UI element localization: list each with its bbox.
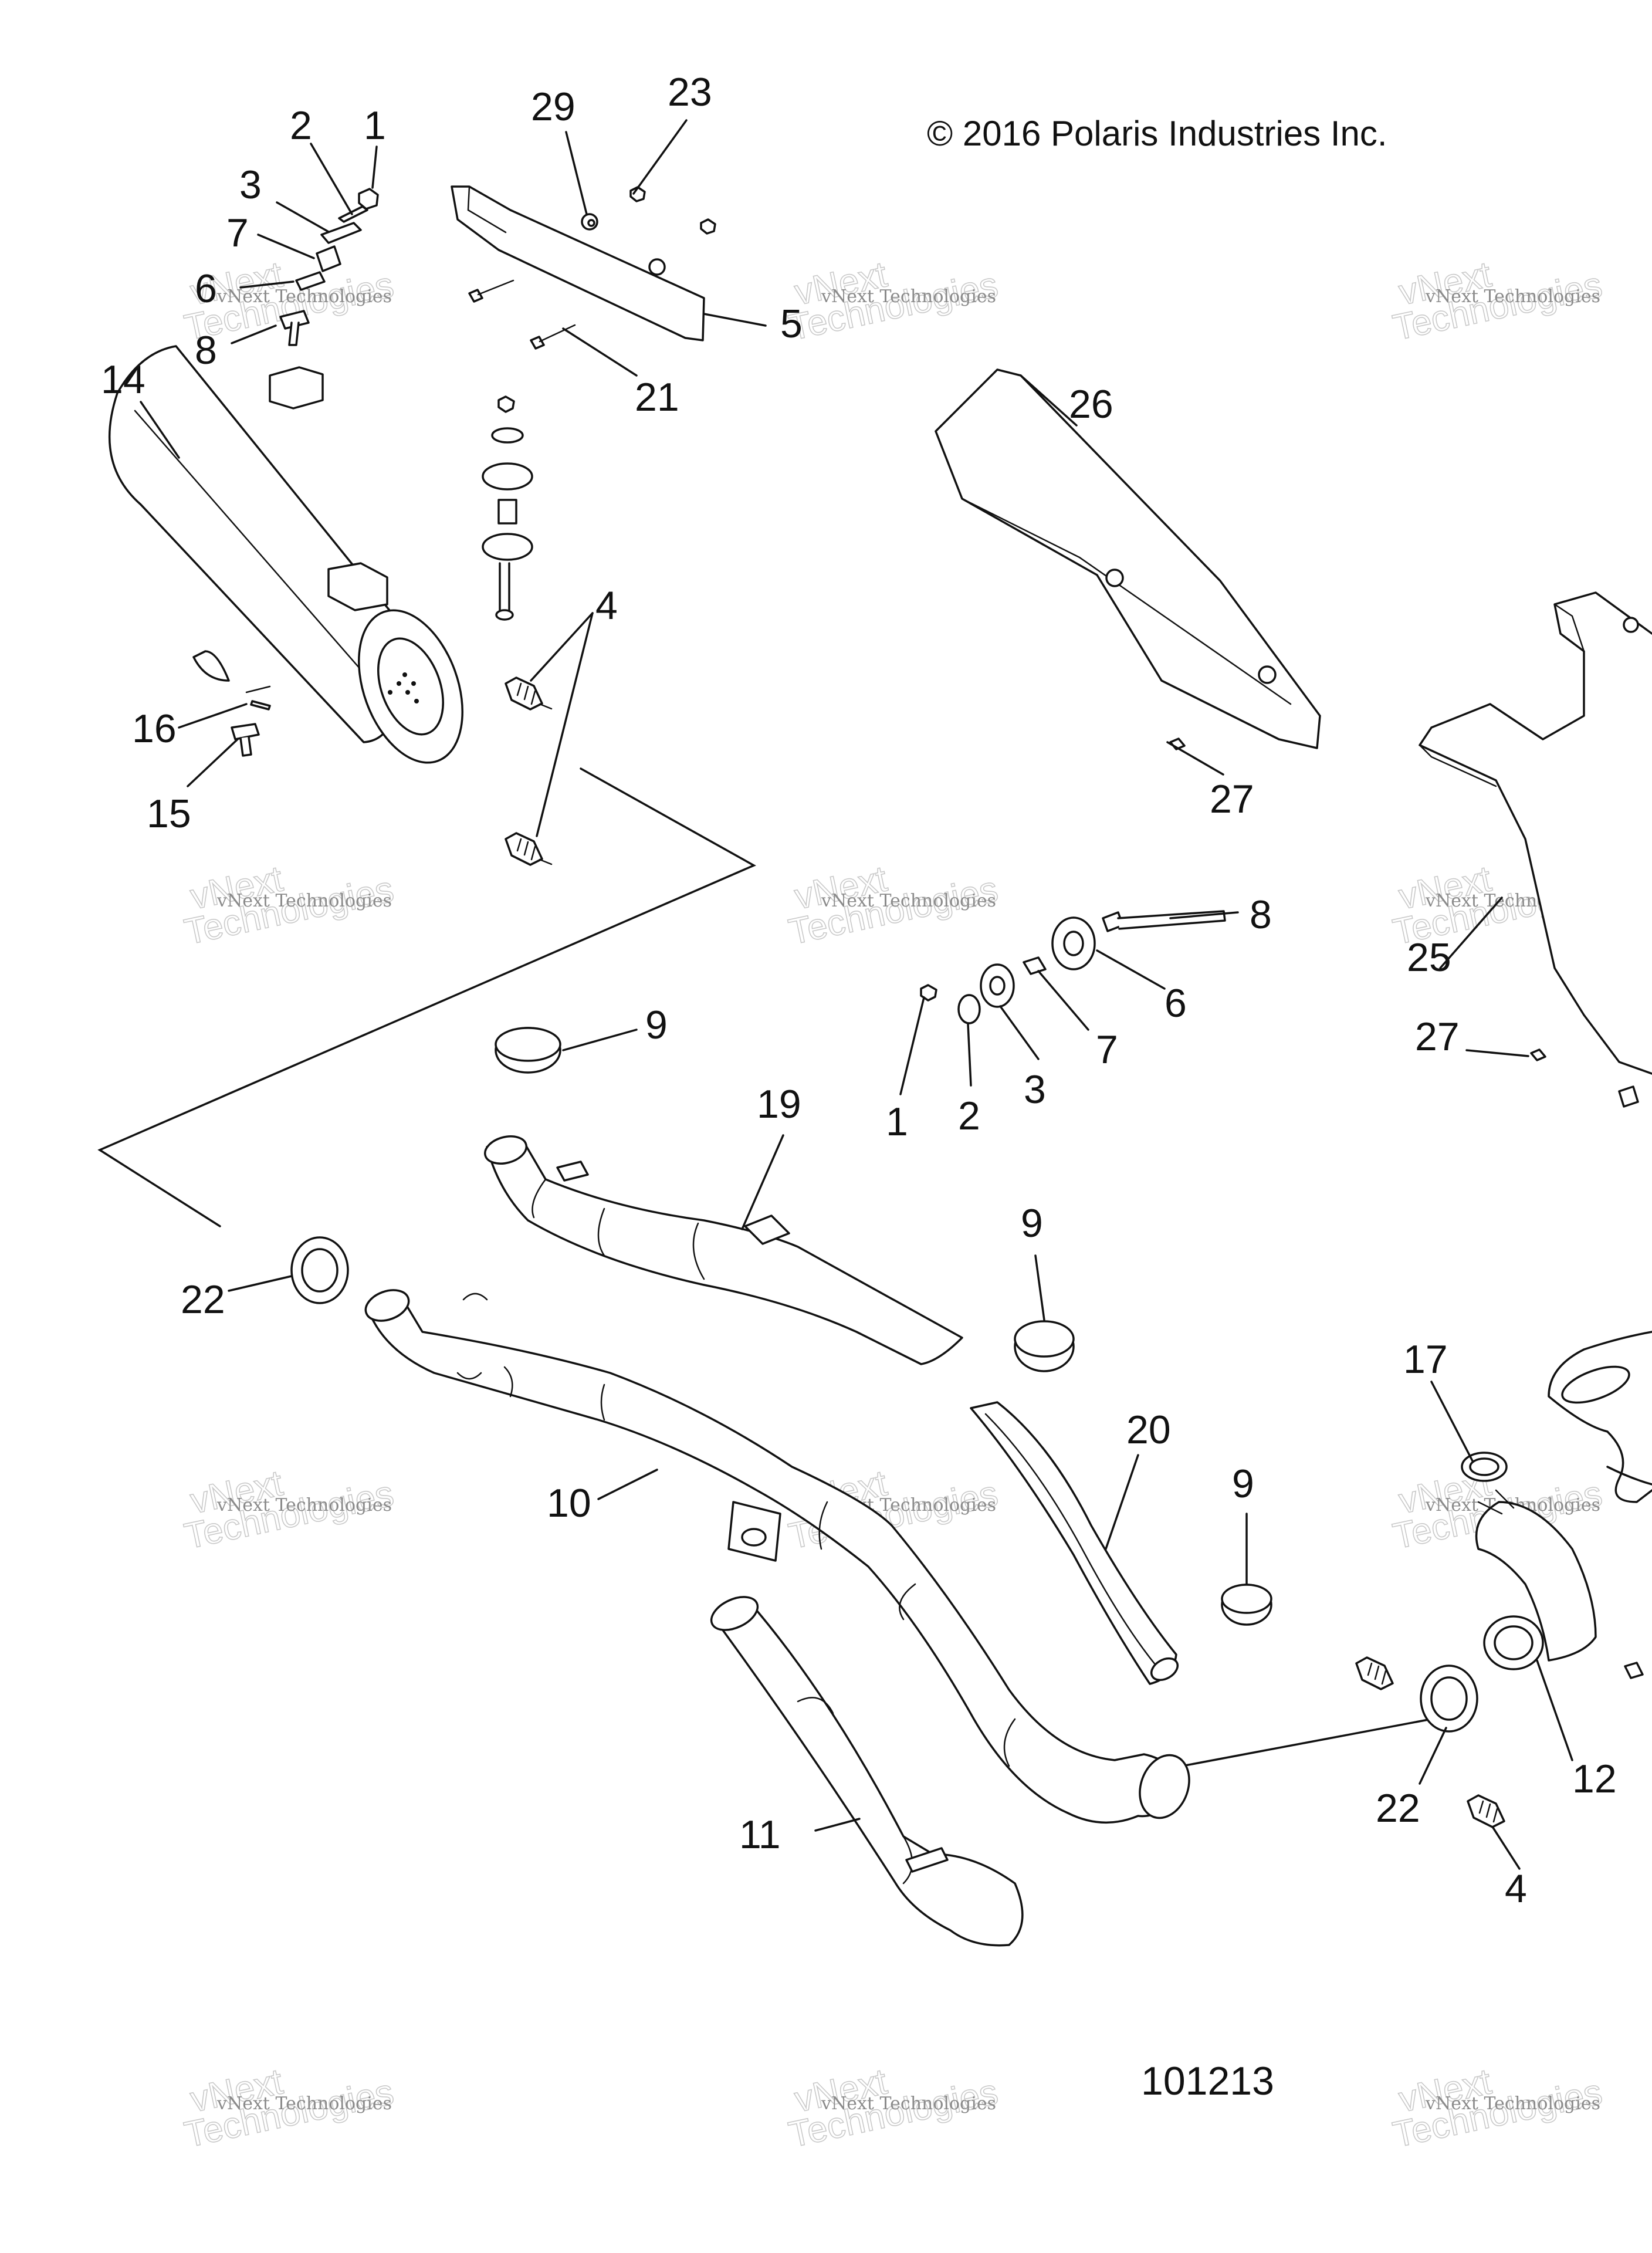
callout-6: 6: [195, 266, 217, 311]
spring-4-upper: [505, 676, 553, 711]
callout-4: 4: [1505, 1866, 1527, 1911]
callout-10: 10: [547, 1481, 591, 1525]
svg-text:vNext Technologies: vNext Technologies: [1425, 2093, 1600, 2114]
callout-26: 26: [1069, 382, 1113, 427]
heat-shield-26: [935, 368, 1321, 750]
callout-12: 12: [1572, 1757, 1617, 1801]
callout-2: 2: [290, 103, 312, 148]
hardware-stack-center: [920, 910, 1226, 1024]
spring-4-right-upper: [1355, 1656, 1394, 1690]
watermark: vNext Technologies vNext Technologies: [181, 2061, 398, 2156]
gasket-17: [1461, 1452, 1508, 1482]
callout-labels: 1 2 3 7 6 8 29 23 5 21 14 4 16 15 26 27 …: [101, 70, 1617, 1911]
callout-29: 29: [531, 84, 576, 129]
callout-1: 1: [364, 103, 386, 148]
callout-9: 9: [1232, 1462, 1254, 1506]
callout-14: 14: [101, 357, 145, 402]
callout-23: 23: [668, 70, 712, 114]
callout-22: 22: [181, 1277, 225, 1322]
callout-2: 2: [958, 1094, 980, 1138]
heat-shield-5: [451, 185, 716, 350]
watermark: vNext Technologies vNext Technologies: [181, 858, 398, 953]
heat-shield-25: [1419, 591, 1652, 1108]
svg-text:vNext Technologies: vNext Technologies: [1425, 286, 1600, 307]
gasket-22-left: [290, 1236, 349, 1304]
callout-5: 5: [780, 302, 803, 346]
svg-text:vNext Technologies: vNext Technologies: [821, 286, 996, 307]
muffler-14: [108, 345, 463, 764]
callout-7: 7: [226, 211, 249, 255]
fastener-16-15: [231, 700, 271, 757]
pipe-12: [1475, 1489, 1597, 1670]
hardware-stack-top-left: [279, 188, 379, 346]
watermark: vNext Technologies vNext Technologies: [181, 1462, 398, 1557]
callout-6: 6: [1164, 981, 1187, 1026]
copyright-notice: © 2016 Polaris Industries Inc.: [927, 114, 1387, 153]
watermark: vNext Technologies vNext Technologies: [1389, 2061, 1606, 2156]
pipe-20: [970, 1401, 1179, 1685]
callout-9: 9: [1021, 1201, 1043, 1246]
callout-4: 4: [595, 583, 618, 628]
clamp-9-lower: [1221, 1584, 1272, 1626]
callout-19: 19: [757, 1082, 801, 1126]
callout-8: 8: [1250, 892, 1272, 937]
watermark: vNext Technologies vNext Technologies: [785, 2061, 1002, 2156]
watermark: vNext Technologies vNext Technologies: [785, 253, 1002, 349]
callout-8: 8: [195, 328, 217, 373]
spring-4-right-lower: [1467, 1794, 1505, 1828]
svg-text:vNext Technologies: vNext Technologies: [216, 1495, 392, 1515]
callout-21: 21: [635, 375, 679, 420]
svg-text:vNext Technologies: vNext Technologies: [216, 2093, 392, 2114]
callout-22: 22: [1376, 1786, 1420, 1831]
watermark: vNext Technologies vNext Technologies: [1389, 253, 1606, 349]
callout-20: 20: [1126, 1408, 1171, 1452]
collector-partial: [1548, 1331, 1652, 1679]
svg-text:vNext Technologies: vNext Technologies: [216, 891, 392, 911]
callout-15: 15: [147, 791, 191, 836]
callout-1: 1: [886, 1100, 908, 1144]
head-pipe-10: [364, 1289, 1190, 1824]
callout-3: 3: [1024, 1067, 1046, 1112]
mount-stack-center: [482, 395, 533, 621]
callout-11: 11: [739, 1812, 781, 1857]
callout-3: 3: [239, 163, 262, 207]
leader-lines: [140, 119, 1573, 1870]
clamp-9-middle: [1014, 1320, 1075, 1372]
svg-text:vNext Technologies: vNext Technologies: [821, 891, 996, 911]
pipe-11: [710, 1596, 1024, 1947]
callout-25: 25: [1407, 935, 1451, 980]
callout-9: 9: [645, 1003, 668, 1047]
clamp-9-upper: [495, 1027, 561, 1074]
callout-17: 17: [1403, 1337, 1448, 1382]
gasket-22-right: [1420, 1665, 1478, 1733]
spring-4-lower: [505, 832, 553, 866]
watermark: vNext Technologies vNext Technologies: [785, 858, 1002, 953]
callout-27: 27: [1210, 777, 1254, 821]
callout-16: 16: [132, 706, 177, 751]
connector-lines: [97, 767, 1433, 1767]
callout-7: 7: [1096, 1027, 1118, 1072]
callout-27: 27: [1415, 1014, 1460, 1059]
pipe-19: [484, 1135, 963, 1365]
svg-text:vNext Technologies: vNext Technologies: [821, 2093, 996, 2114]
figure-number: 101213: [1141, 2059, 1274, 2103]
